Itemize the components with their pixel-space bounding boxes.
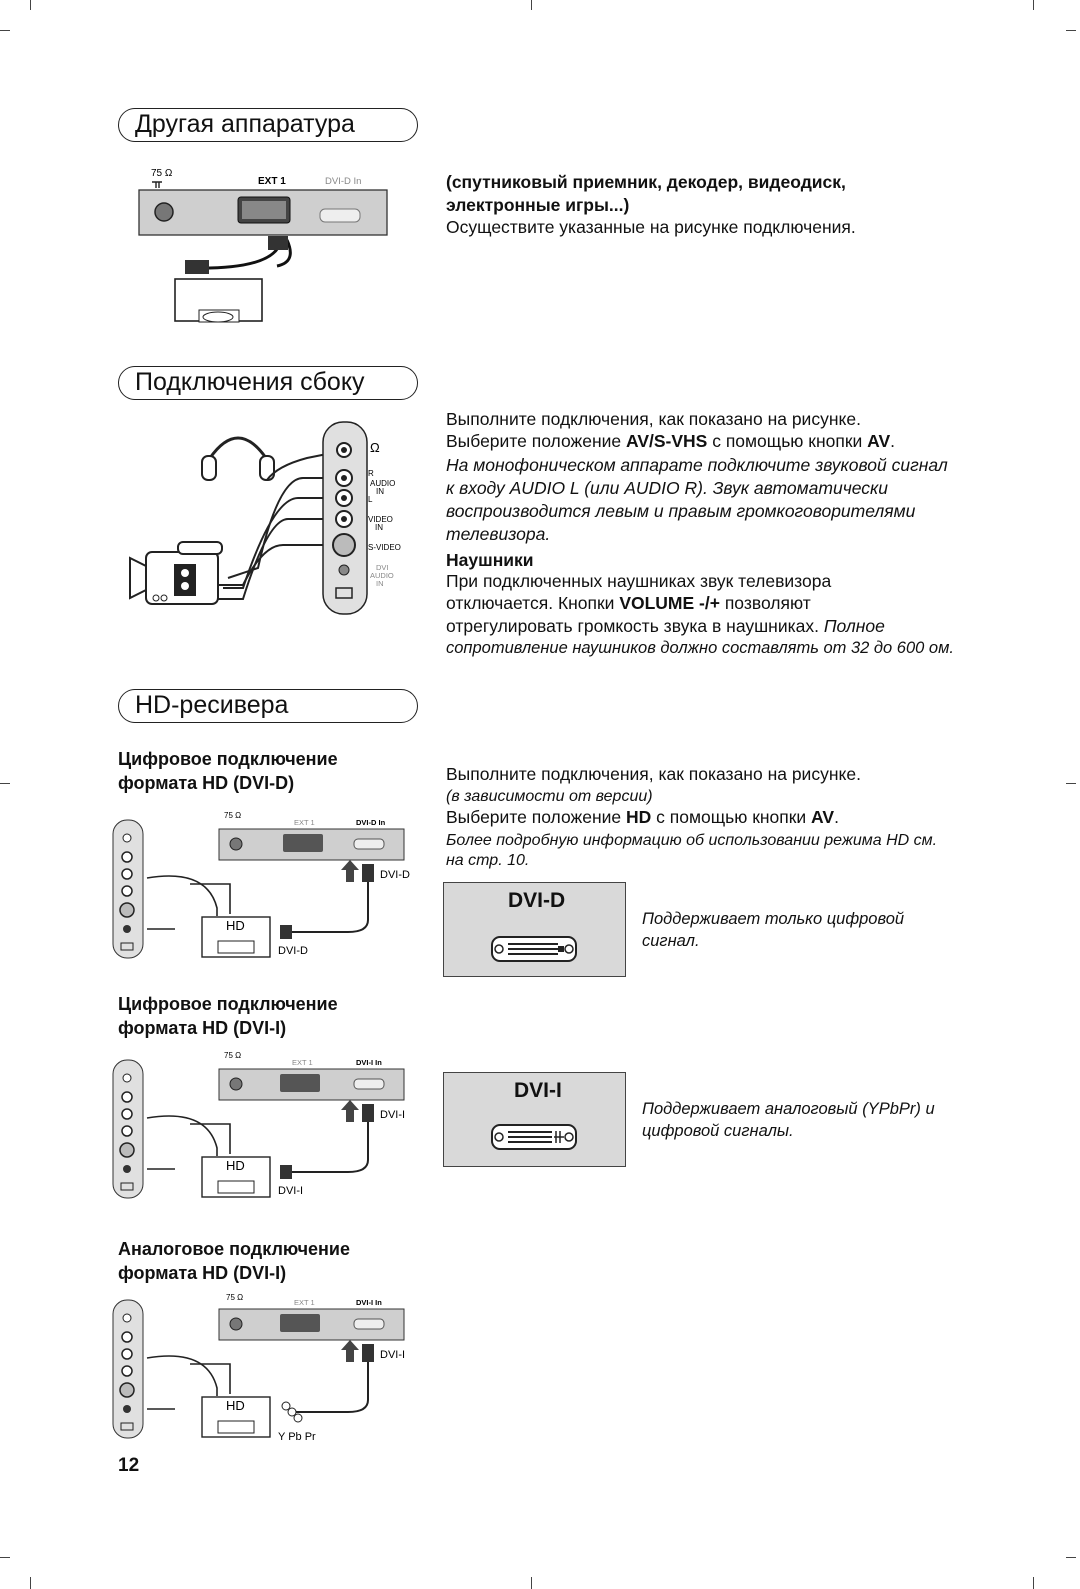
headphones-line1: При подключенных наушниках звук телевизо… [446,571,832,591]
panel-dvi-label: DVI [376,563,389,572]
hd-sub3-line1: Аналоговое подключение [118,1239,350,1259]
crop-mark [1033,1577,1034,1589]
hd-line5: на стр. 10. [446,852,530,869]
side-connection-diagram: Ω R AUDIO IN L VIDEO IN S-VIDEO DVI AUDI… [129,421,401,615]
diag1-cable-label: DVI-D [278,945,308,957]
crop-mark [30,0,31,10]
diag2-ext1: EXT 1 [292,1058,313,1067]
dvi-i-box-title: DVI-I [514,1079,562,1102]
camcorder-icon [129,541,223,605]
hd-line1: Выполните подключения, как показано на р… [446,764,861,784]
crop-mark [0,30,10,31]
hd-dvi-i-analog-diagram: 75 Ω EXT 1 DVI-I In DVI-I HD Y Pb Pr [112,1293,405,1443]
diag2-hd: HD [226,1158,245,1173]
dvi-d-box-text1: Поддерживает только цифровой [642,910,905,928]
hd-sub2-line2: формата HD (DVI-I) [118,1018,287,1038]
crop-mark [1033,0,1034,10]
hd-sub3-line2: формата HD (DVI-I) [118,1263,287,1283]
dvi-i-info-box: DVI-I [443,1072,626,1167]
diag1-arrow-label: DVI-D [380,869,410,881]
section-title-side-connections: Подключения сбоку [118,366,418,400]
hd-line3: Выберите положение HD с помощью кнопки A… [446,807,839,827]
diag2-arrow-label: DVI-I [380,1109,405,1121]
side-italic4: телевизора. [446,524,551,544]
page-number: 12 [118,1455,140,1476]
diag3-hd: HD [226,1398,245,1413]
other-subtitle-line2: электронные игры...) [446,195,630,215]
dvi-d-info-box: DVI-D [443,882,626,977]
panel-dvi-audio-label: AUDIO [370,571,394,580]
headphones-line2: отключается. Кнопки VOLUME -/+ позволяют [446,593,811,613]
diag1-in: DVI-D In [356,818,386,827]
hd-dvi-i-digital-diagram: 75 Ω EXT 1 DVI-I In DVI-I HD DVI-I [112,1052,405,1199]
side-italic1: На монофоническом аппарате подключите зв… [446,455,948,475]
ext1-label: EXT 1 [258,176,286,187]
crop-mark [1066,783,1076,784]
hd-dvi-d-diagram: 75 Ω EXT 1 DVI-D In DVI-D HD DVI-D [112,812,410,959]
diag3-ext1: EXT 1 [294,1298,315,1307]
crop-mark [0,1557,10,1558]
headphones-icon [201,436,328,481]
scart-connection-diagram: 75 Ω EXT 1 DVI-D In [138,168,388,323]
panel-audio-label: AUDIO [370,479,395,488]
dvi-i-connector-icon [491,1124,577,1150]
dvi-d-connector-icon [491,936,577,962]
headphone-jack-icon: Ω [370,440,380,455]
panel-video-in-label: IN [375,523,383,532]
crop-mark [531,1577,532,1589]
crop-mark [0,783,10,784]
dvi-i-box-text1: Поддерживает аналоговый (YPbPr) и [642,1100,935,1118]
dvi-d-box-text2: сигнал. [642,932,700,950]
headphones-line4: сопротивление наушников должно составлят… [446,639,954,657]
panel-video-label: VIDEO [368,515,393,524]
hd-line2: (в зависимости от версии) [446,788,653,805]
section-title-hd-receivers: HD-ресивера [118,689,418,723]
crop-mark [1066,1557,1076,1558]
other-subtitle-line1: (спутниковый приемник, декодер, видеодис… [446,172,846,192]
hd-sub1-line1: Цифровое подключение [118,749,338,769]
diag3-cable-label: Y Pb Pr [278,1431,316,1443]
panel-r-label: R [368,469,374,478]
side-italic3: воспроизводится левым и правым громкогов… [446,501,916,521]
hd-sub1-line2: формата HD (DVI-D) [118,773,295,793]
side-italic2: к входу AUDIO L (или AUDIO R). Звук авто… [446,478,889,498]
dvi-in-label: DVI-D In [325,176,361,187]
dvi-i-box-text2: цифровой сигналы. [642,1122,794,1140]
side-line1: Выполните подключения, как показано на р… [446,409,861,429]
panel-l-label: L [368,495,373,504]
diag2-in: DVI-I In [356,1058,382,1067]
panel-svideo-label: S-VIDEO [368,543,401,552]
headphones-line3: отрегулировать громкость звука в наушник… [446,616,885,636]
crop-mark [1066,30,1076,31]
diag1-ext1: EXT 1 [294,818,315,827]
crop-mark [30,1577,31,1589]
other-text: Осуществите указанные на рисунке подключ… [446,217,856,237]
diag3-ohm: 75 Ω [226,1293,243,1302]
side-line2: Выберите положение AV/S-VHS с помощью кн… [446,431,896,451]
hd-line4: Более подробную информацию об использова… [446,832,938,849]
section-title-other-equipment: Другая аппаратура [118,108,418,142]
diag3-in: DVI-I In [356,1298,382,1307]
panel-in-label: IN [376,487,384,496]
diag1-hd: HD [226,918,245,933]
diag1-ohm: 75 Ω [224,812,241,820]
diag2-ohm: 75 Ω [224,1052,241,1060]
ohm-label: 75 Ω [151,168,173,179]
crop-mark [531,0,532,10]
headphones-title: Наушники [446,550,534,570]
hd-sub2-line1: Цифровое подключение [118,994,338,1014]
dvi-d-box-title: DVI-D [508,889,566,912]
diag3-arrow-label: DVI-I [380,1349,405,1361]
diag2-cable-label: DVI-I [278,1185,303,1197]
panel-dvi-in-label: IN [376,579,384,588]
